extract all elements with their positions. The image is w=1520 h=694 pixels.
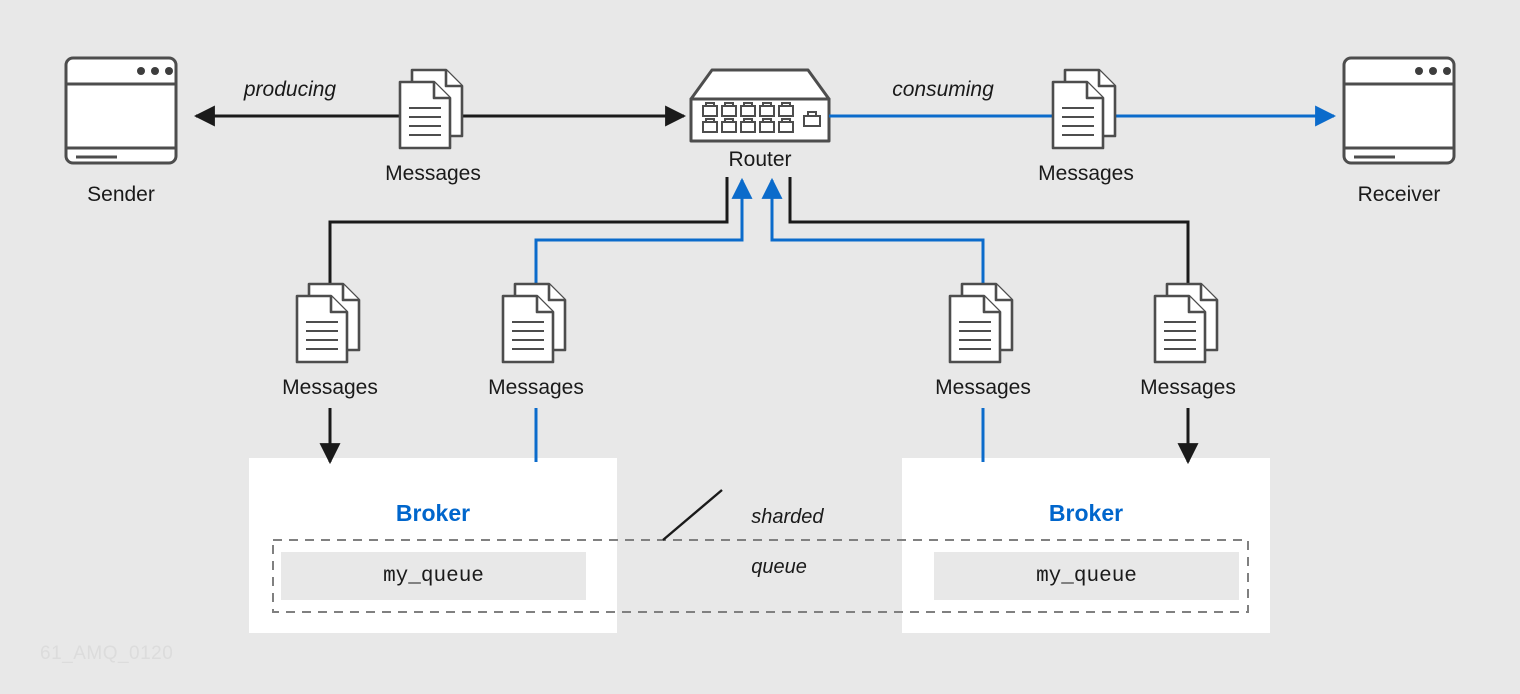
queue-box-left bbox=[281, 552, 586, 600]
broker-right-panel bbox=[902, 458, 1270, 633]
receiver-window-dots bbox=[1415, 67, 1451, 75]
receiver-label: Receiver bbox=[1357, 183, 1441, 206]
router-uplink-port bbox=[803, 111, 821, 127]
producing-edge-label: producing bbox=[243, 78, 337, 101]
messages-label-broker-left-in: Messages bbox=[282, 376, 378, 399]
sharded-queue-region bbox=[272, 539, 1249, 613]
messages-icon-broker-right-in bbox=[1153, 282, 1219, 364]
sender-label: Sender bbox=[87, 183, 155, 206]
messages-icon-broker-left-out bbox=[501, 282, 567, 364]
router-ports bbox=[702, 102, 821, 133]
messages-icon-broker-left-in bbox=[295, 282, 361, 364]
sharded-queue-line2: queue bbox=[751, 556, 807, 578]
sharded-queue-leader bbox=[662, 489, 723, 541]
messages-label-broker-right-in: Messages bbox=[1140, 376, 1236, 399]
messages-icon-top-consuming bbox=[1051, 68, 1117, 150]
messages-icon-broker-right-out bbox=[948, 282, 1014, 364]
sharded-queue-line1: sharded bbox=[751, 506, 824, 528]
broker-left-title: Broker bbox=[395, 500, 471, 526]
edge-left-messages-to-router bbox=[534, 177, 753, 283]
messages-label-broker-left-out: Messages bbox=[488, 376, 584, 399]
receiver-icon-graphic bbox=[1342, 56, 1456, 165]
messages-label-top-producing: Messages bbox=[385, 162, 481, 185]
sharded-queue-annotation: sharded queue bbox=[729, 480, 889, 605]
sender-icon-graphic bbox=[64, 56, 178, 165]
edge-router-to-left-messages bbox=[328, 177, 729, 283]
broker-right-title: Broker bbox=[1048, 500, 1124, 526]
messages-label-top-consuming: Messages bbox=[1038, 162, 1134, 185]
messages-icon-top-producing bbox=[398, 68, 464, 150]
watermark-label: 61_AMQ_0120 bbox=[40, 643, 174, 664]
sender-window-dots bbox=[137, 67, 173, 75]
queue-box-right bbox=[934, 552, 1239, 600]
messages-label-broker-right-out: Messages bbox=[935, 376, 1031, 399]
broker-left-panel bbox=[249, 458, 617, 633]
edge-right-messages-to-router bbox=[761, 177, 985, 283]
consuming-edge-label: consuming bbox=[892, 78, 994, 101]
queue-name-right: my_queue bbox=[1036, 565, 1137, 588]
router-label: Router bbox=[728, 148, 792, 171]
edge-router-to-right-messages bbox=[788, 177, 1190, 283]
queue-name-left: my_queue bbox=[383, 565, 484, 588]
